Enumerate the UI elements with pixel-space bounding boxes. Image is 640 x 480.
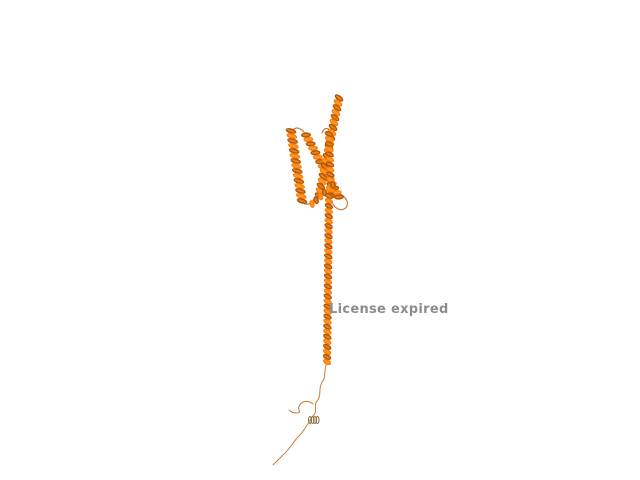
helix-a xyxy=(285,128,308,204)
helix-small-tail xyxy=(308,416,320,424)
helix-long-stalk xyxy=(322,192,334,366)
license-watermark: License expired xyxy=(329,302,449,317)
tail-coil-1 xyxy=(312,362,328,417)
tail-coil-3 xyxy=(272,415,314,466)
tail-coil-2 xyxy=(288,401,314,414)
